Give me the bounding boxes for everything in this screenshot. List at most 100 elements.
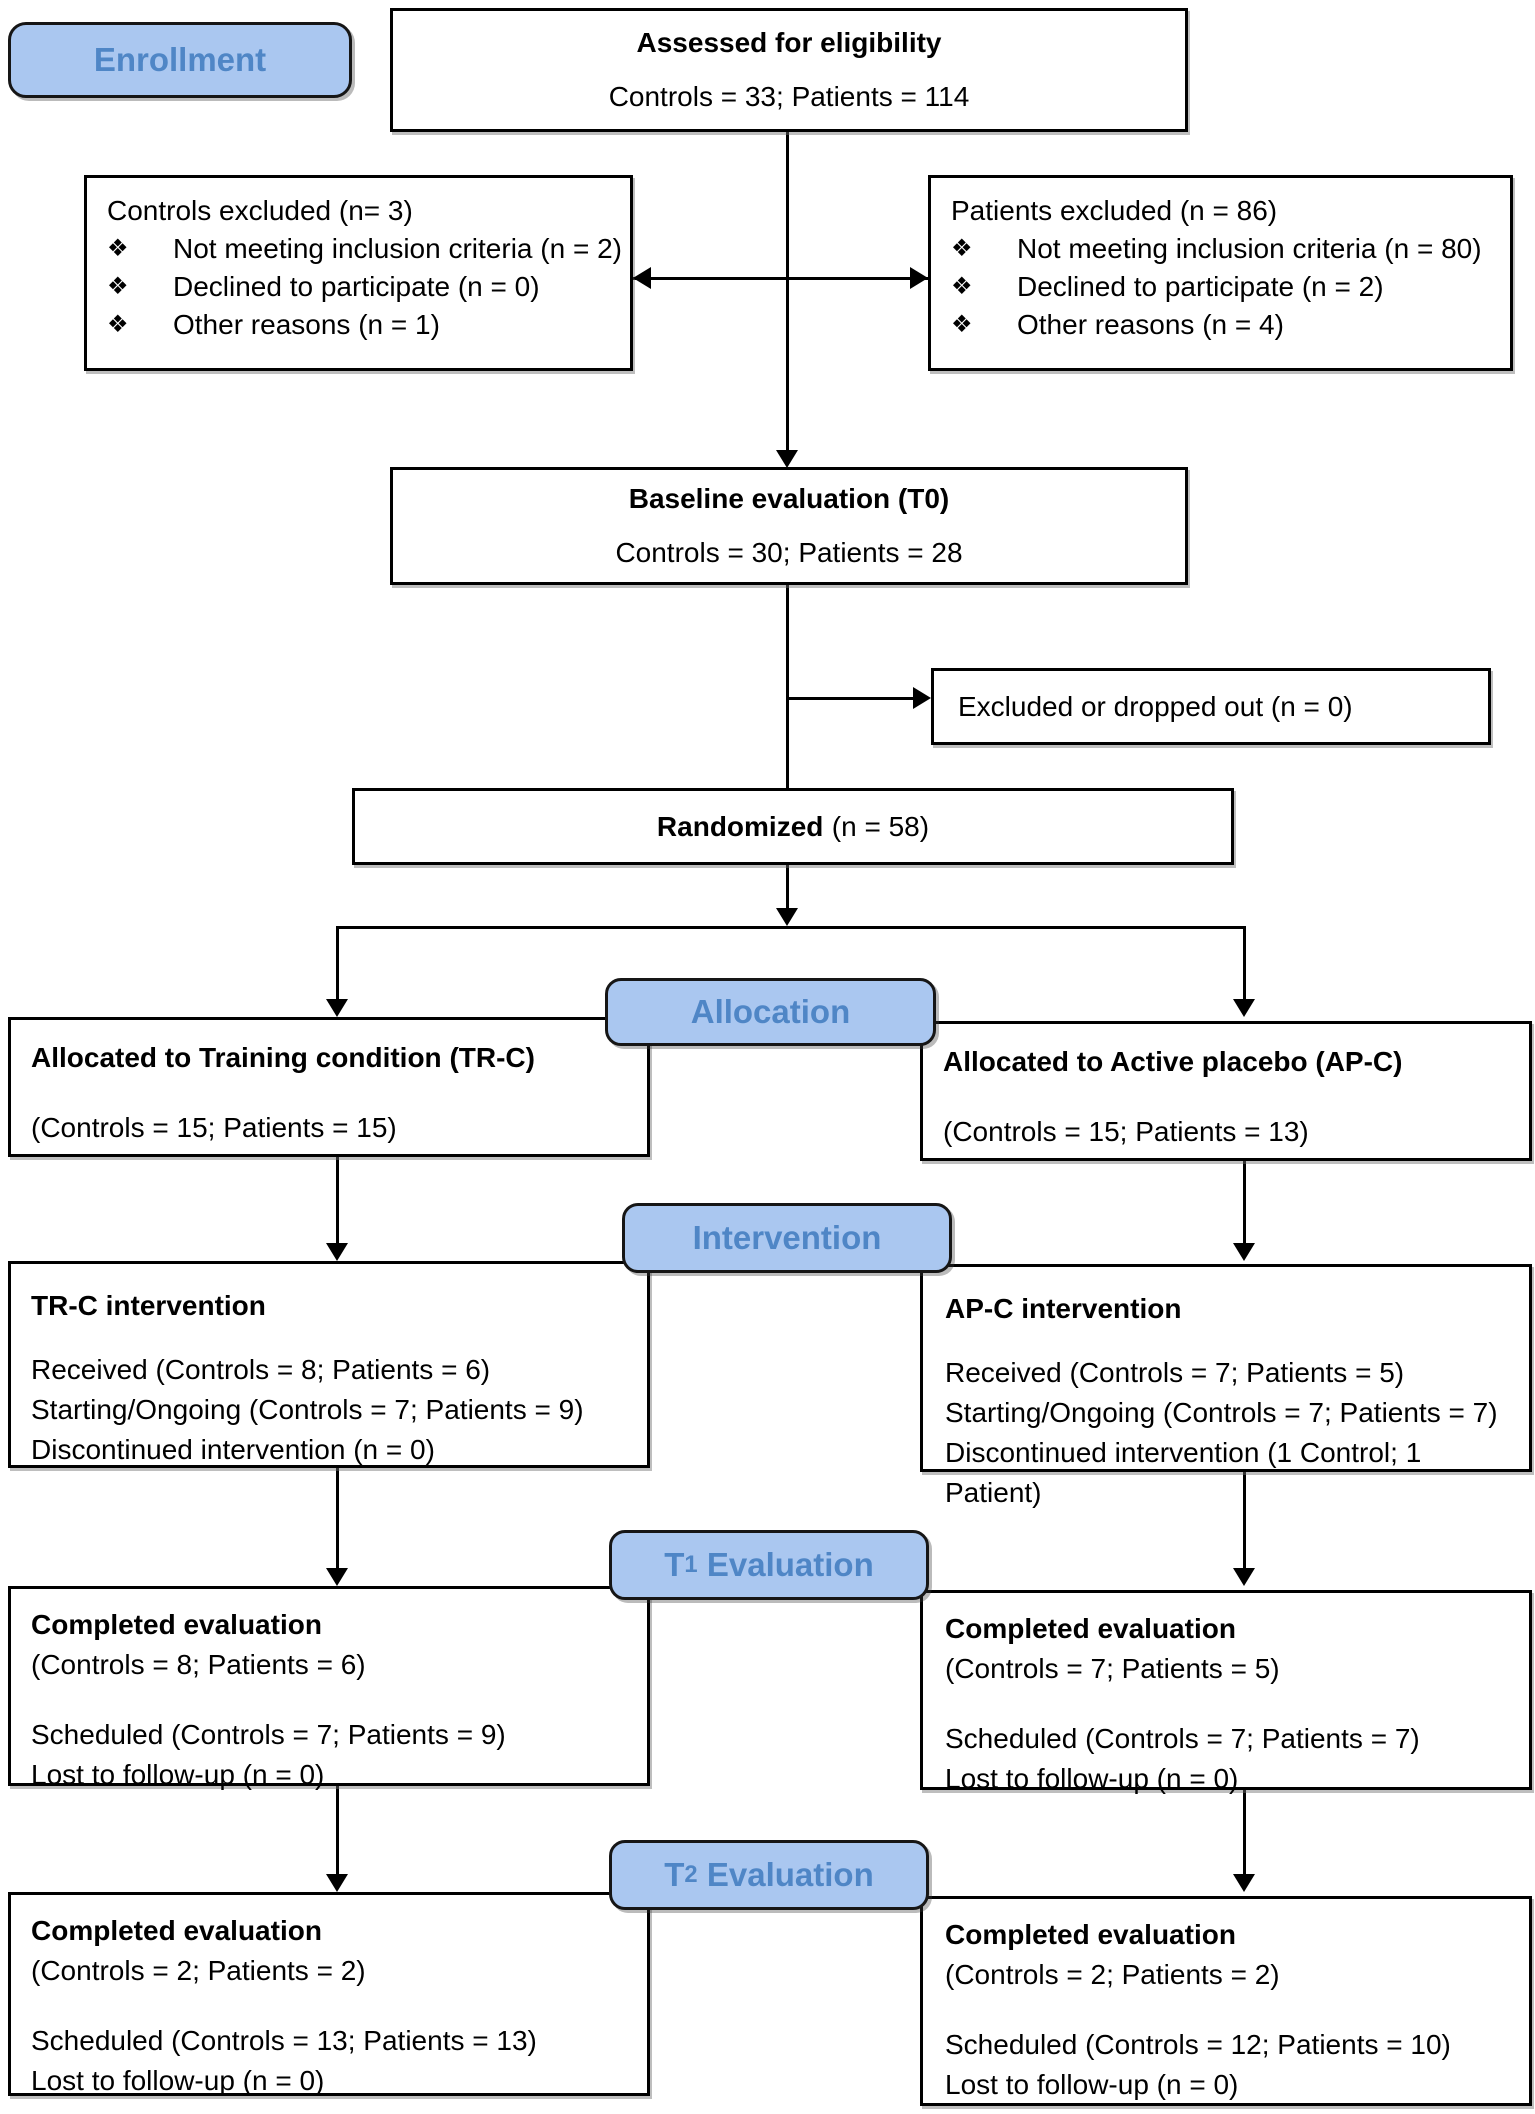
- allocation-right-subtitle: (Controls = 15; Patients = 13): [943, 1116, 1309, 1147]
- intervention-right-line: Discontinued intervention (1 Control; 1 …: [945, 1437, 1422, 1508]
- intervention-left-line: Starting/Ongoing (Controls = 7; Patients…: [31, 1394, 584, 1425]
- connector-assessed-baseline: [786, 128, 789, 452]
- arrowhead-right-icon: [910, 267, 928, 289]
- randomized-title: Randomized: [656, 810, 824, 842]
- connector-interv-t1-right: [1243, 1472, 1246, 1568]
- list-item: ❖ Other reasons (n = 4): [951, 306, 1502, 344]
- allocation-left-subtitle: (Controls = 15; Patients = 15): [31, 1112, 397, 1143]
- connector-baseline-randomized: [786, 585, 789, 788]
- arrowhead-down-icon: [1233, 999, 1255, 1017]
- stage-label-enrollment: Enrollment: [8, 22, 352, 98]
- stage-label-allocation: Allocation: [605, 978, 936, 1046]
- connector-alloc-interv-left: [336, 1157, 339, 1244]
- intervention-left-line: Discontinued intervention (n = 0): [31, 1434, 435, 1465]
- controls-excluded-title: Controls excluded (n= 3): [107, 195, 413, 226]
- list-item: ❖ Declined to participate (n = 0): [107, 268, 622, 306]
- list-item: ❖ Other reasons (n = 1): [107, 306, 622, 344]
- stage-label-text: T: [664, 1546, 685, 1583]
- arrowhead-down-icon: [776, 908, 798, 926]
- intervention-right-box: AP-C intervention Received (Controls = 7…: [920, 1264, 1532, 1508]
- arrowhead-down-icon: [1233, 1568, 1255, 1586]
- assessed-subtitle: Controls = 33; Patients = 114: [608, 81, 970, 112]
- arrowhead-down-icon: [1233, 1874, 1255, 1892]
- allocation-left-box: Allocated to Training condition (TR-C) (…: [8, 1017, 650, 1157]
- t1-right-box: Completed evaluation (Controls = 7; Pati…: [920, 1590, 1532, 1794]
- list-item: ❖ Declined to participate (n = 2): [951, 268, 1502, 306]
- bullet-text: Other reasons (n = 4): [1017, 309, 1284, 340]
- t1-right-line: Scheduled (Controls = 7; Patients = 7): [945, 1723, 1420, 1754]
- stage-label-text: Intervention: [692, 1219, 882, 1256]
- stage-label-sub: 2: [684, 1861, 698, 1888]
- bullet-text: Other reasons (n = 1): [173, 309, 440, 340]
- t2-left-line: Lost to follow-up (n = 0): [31, 2065, 325, 2096]
- connector-branch-right: [1243, 926, 1246, 1000]
- diamond-bullet-icon: ❖: [951, 311, 973, 338]
- spacer: [945, 1995, 1525, 2025]
- t1-left-box: Completed evaluation (Controls = 8; Pati…: [8, 1586, 650, 1790]
- t1-right-subtitle: (Controls = 7; Patients = 5): [945, 1653, 1280, 1684]
- connector-t1-t2-right: [1243, 1790, 1246, 1874]
- assessed-box: Assessed for eligibility Controls = 33; …: [390, 8, 1188, 132]
- t1-left-subtitle: (Controls = 8; Patients = 6): [31, 1649, 366, 1680]
- dropped-text: Excluded or dropped out (n = 0): [958, 690, 1353, 722]
- bullet-text: Declined to participate (n = 0): [173, 271, 540, 302]
- stage-label-intervention: Intervention: [622, 1203, 952, 1273]
- baseline-title: Baseline evaluation (T0): [628, 483, 950, 514]
- stage-label-text: Enrollment: [93, 41, 267, 78]
- diamond-bullet-icon: ❖: [951, 273, 973, 300]
- allocation-right-title: Allocated to Active placebo (AP-C): [943, 1046, 1403, 1077]
- t2-right-line: Lost to follow-up (n = 0): [945, 2069, 1239, 2100]
- patients-excluded-title: Patients excluded (n = 86): [951, 195, 1278, 226]
- intervention-left-box: TR-C intervention Received (Controls = 8…: [8, 1261, 650, 1468]
- diamond-bullet-icon: ❖: [951, 235, 973, 262]
- stage-label-sub: 1: [684, 1551, 698, 1578]
- assessed-title: Assessed for eligibility: [636, 27, 942, 58]
- diamond-bullet-icon: ❖: [107, 235, 129, 262]
- t2-left-line: Scheduled (Controls = 13; Patients = 13): [31, 2025, 537, 2056]
- controls-excluded-box: Controls excluded (n= 3) ❖ Not meeting i…: [84, 175, 633, 371]
- t2-left-box: Completed evaluation (Controls = 2; Pati…: [8, 1892, 650, 2096]
- spacer: [31, 1326, 639, 1350]
- spacer: [31, 1078, 637, 1108]
- arrowhead-down-icon: [326, 1874, 348, 1892]
- intervention-right-line: Received (Controls = 7; Patients = 5): [945, 1357, 1405, 1388]
- spacer: [945, 1329, 1525, 1353]
- connector-t1-t2-left: [336, 1786, 339, 1874]
- connector-branch-left: [336, 926, 339, 1000]
- bullet-text: Not meeting inclusion criteria (n = 2): [173, 233, 622, 264]
- list-item: ❖ Not meeting inclusion criteria (n = 80…: [951, 230, 1502, 268]
- intervention-left-line: Received (Controls = 8; Patients = 6): [31, 1354, 491, 1385]
- arrowhead-down-icon: [776, 450, 798, 468]
- spacer: [31, 1991, 639, 2021]
- arrowhead-left-icon: [633, 267, 651, 289]
- bullet-text: Declined to participate (n = 2): [1017, 271, 1384, 302]
- connector-dropped: [786, 697, 913, 700]
- allocation-left-title: Allocated to Training condition (TR-C): [31, 1042, 535, 1073]
- bullet-text: Not meeting inclusion criteria (n = 80): [1017, 233, 1482, 264]
- arrowhead-down-icon: [326, 1568, 348, 1586]
- stage-label-rest: Evaluation: [706, 1856, 874, 1893]
- t2-left-subtitle: (Controls = 2; Patients = 2): [31, 1955, 366, 1986]
- t2-left-title: Completed evaluation: [31, 1915, 322, 1946]
- stage-label-rest: Evaluation: [706, 1546, 874, 1583]
- arrowhead-down-icon: [1233, 1243, 1255, 1261]
- intervention-right-title: AP-C intervention: [945, 1293, 1182, 1324]
- t2-right-subtitle: (Controls = 2; Patients = 2): [945, 1959, 1280, 1990]
- spacer: [943, 1082, 1519, 1112]
- arrowhead-down-icon: [326, 1243, 348, 1261]
- t1-right-line: Lost to follow-up (n = 0): [945, 1763, 1239, 1794]
- connector-exclusions: [633, 277, 928, 280]
- baseline-subtitle: Controls = 30; Patients = 28: [615, 537, 963, 568]
- list-item: ❖ Not meeting inclusion criteria (n = 2): [107, 230, 622, 268]
- dropped-box: Excluded or dropped out (n = 0): [931, 668, 1491, 745]
- randomized-n: (n = 58): [831, 810, 930, 842]
- allocation-right-box: Allocated to Active placebo (AP-C) (Cont…: [920, 1021, 1532, 1161]
- randomized-box: Randomized (n = 58): [352, 788, 1234, 865]
- diamond-bullet-icon: ❖: [107, 311, 129, 338]
- diamond-bullet-icon: ❖: [107, 273, 129, 300]
- arrowhead-right-icon: [913, 687, 931, 709]
- t1-left-line: Scheduled (Controls = 7; Patients = 9): [31, 1719, 506, 1750]
